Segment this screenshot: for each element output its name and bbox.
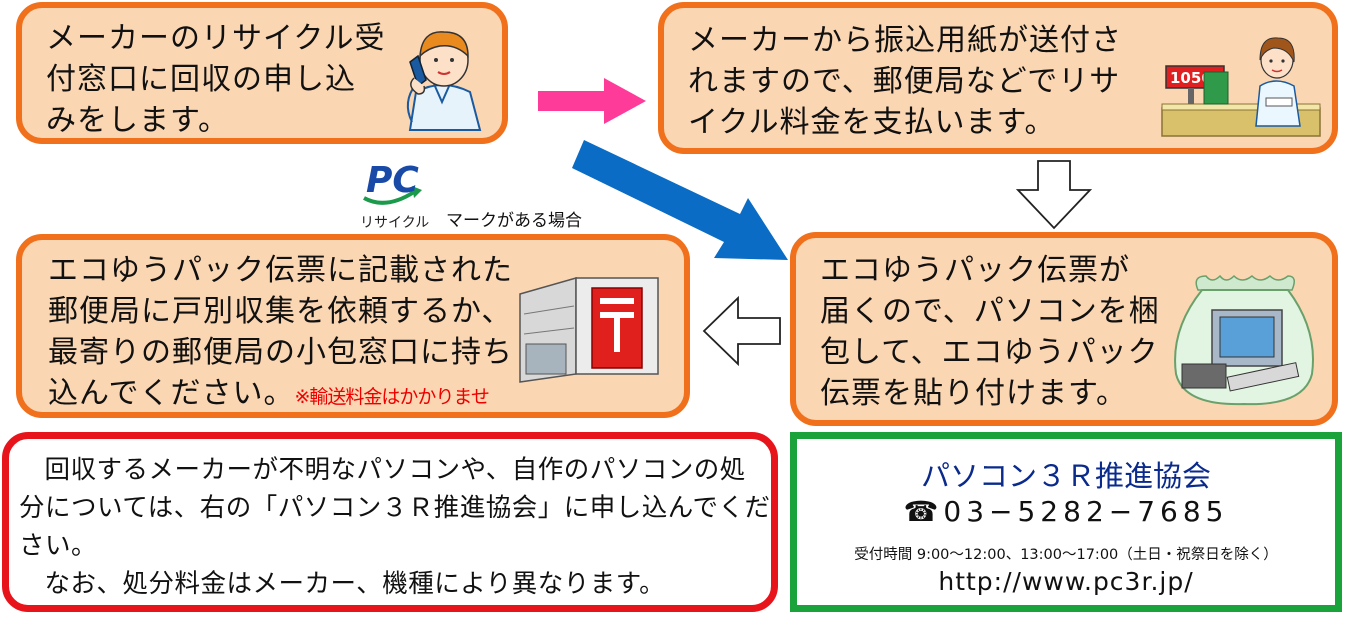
pc-logo-text: PC xyxy=(366,160,419,201)
step2-box: メーカーから振込用紙が送付されますので、郵便局などでリサイクル料金を支払います。… xyxy=(658,2,1338,154)
notice-line2: なお、処分料金はメーカー、機種により異なります。 xyxy=(44,569,666,599)
step2-text: メーカーから振込用紙が送付されますので、郵便局などでリサイクル料金を支払います。 xyxy=(688,23,1122,140)
pc-recycle-mark: PC リサイクル xyxy=(356,148,430,232)
contact-box: パソコン３Ｒ推進協会 ☎03−5282−7685 受付時間 9:00〜12:00… xyxy=(790,432,1342,612)
phone-operator-illustration xyxy=(396,22,488,132)
step4-text: エコゆうパック伝票に記載された郵便局に戸別収集を依頼するか、最寄りの郵便局の小包… xyxy=(48,250,514,463)
phone-icon: ☎ xyxy=(903,495,944,528)
notice-box: 回収するメーカーが不明なパソコンや、自作のパソコンの処分については、右の「パソコ… xyxy=(2,432,778,612)
notice-text: 回収するメーカーが不明なパソコンや、自作のパソコンの処分については、右の「パソコ… xyxy=(19,451,771,603)
contact-phone: 03−5282−7685 xyxy=(943,495,1229,528)
step1-box: メーカーのリサイクル受付窓口に回収の申し込みをします。 xyxy=(16,2,508,144)
step3-box: エコゆうパック伝票が届くので、パソコンを梱包して、エコゆうパック伝票を貼り付けま… xyxy=(790,232,1338,426)
contact-url[interactable]: http://www.pc3r.jp/ xyxy=(938,567,1194,596)
step1-text: メーカーのリサイクル受付窓口に回収の申し込みをします。 xyxy=(46,21,386,138)
left-hollow-arrow-icon xyxy=(702,296,782,366)
counter-display: 1056 xyxy=(1170,69,1212,87)
pink-right-arrow-icon xyxy=(538,78,646,124)
contact-phone-row: ☎03−5282−7685 xyxy=(797,495,1335,528)
packed-computer-illustration xyxy=(1162,270,1326,408)
step4-box: エコゆうパック伝票に記載された郵便局に戸別収集を依頼するか、最寄りの郵便局の小包… xyxy=(16,234,690,453)
contact-name: パソコン３Ｒ推進協会 xyxy=(920,459,1211,493)
pc-mark-caption: リサイクル xyxy=(360,215,430,231)
blue-diagonal-arrow-icon xyxy=(572,140,792,268)
notice-line1: 回収するメーカーが不明なパソコンや、自作のパソコンの処分については、右の「パソコ… xyxy=(19,455,771,561)
post-office-building-illustration xyxy=(516,274,666,384)
pc-mark-label: マークがある場合 xyxy=(446,211,582,231)
contact-hours: 受付時間 9:00〜12:00、13:00〜17:00（土日・祝祭日を除く） xyxy=(854,547,1278,563)
down-hollow-arrow-icon xyxy=(1016,160,1092,230)
step3-text: エコゆうパック伝票が届くので、パソコンを梱包して、エコゆうパック伝票を貼り付けま… xyxy=(820,253,1160,411)
step4-main-text: エコゆうパック伝票に記載された郵便局に戸別収集を依頼するか、最寄りの郵便局の小包… xyxy=(48,253,513,411)
post-office-counter-illustration: 1056 xyxy=(1160,26,1322,140)
